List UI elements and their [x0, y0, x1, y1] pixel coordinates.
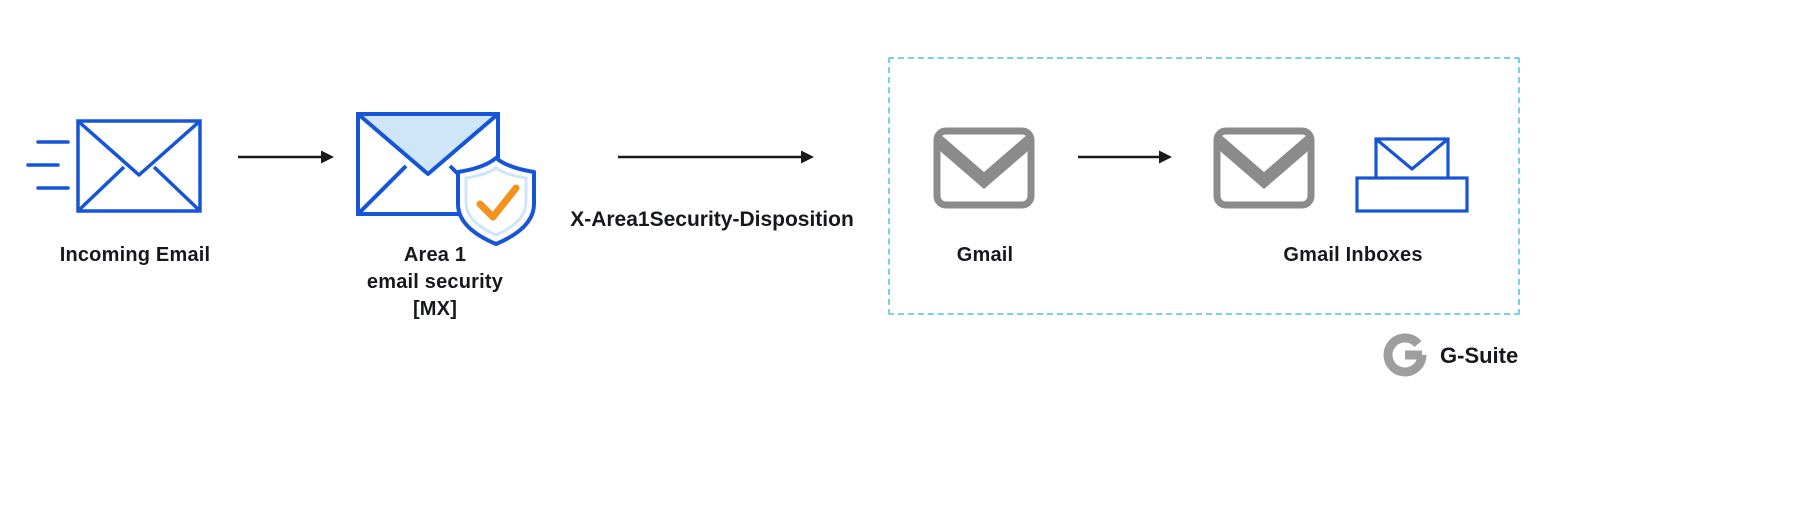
gsuite-label: G-Suite	[1440, 343, 1519, 368]
arrow-icon	[1078, 150, 1172, 164]
area1-label: Area 1 email security [MX]	[340, 242, 530, 323]
arrow-icon	[618, 150, 814, 164]
arrow-icon	[238, 150, 334, 164]
speed-lines-icon	[26, 140, 70, 190]
gsuite-boundary-box	[888, 57, 1520, 315]
gmail-icon	[933, 127, 1035, 209]
inbox-envelope-icon	[1355, 137, 1469, 213]
incoming-email-label: Incoming Email	[59, 244, 211, 266]
gmail-icon	[1213, 127, 1315, 209]
disposition-header-label: X-Area1Security-Disposition	[570, 208, 854, 231]
shield-icon	[456, 156, 536, 246]
incoming-envelope-icon	[76, 119, 202, 213]
gmail-inboxes-label: Gmail Inboxes	[1283, 244, 1423, 266]
gmail-label: Gmail	[956, 244, 1014, 266]
area1-label-line1: Area 1	[403, 244, 467, 266]
area1-label-line3: [MX]	[412, 298, 458, 320]
envelope-shield-check-icon	[356, 112, 536, 246]
g-logo-icon	[1383, 333, 1427, 377]
check-icon	[476, 184, 520, 221]
area1-label-line2: email security	[366, 271, 504, 293]
